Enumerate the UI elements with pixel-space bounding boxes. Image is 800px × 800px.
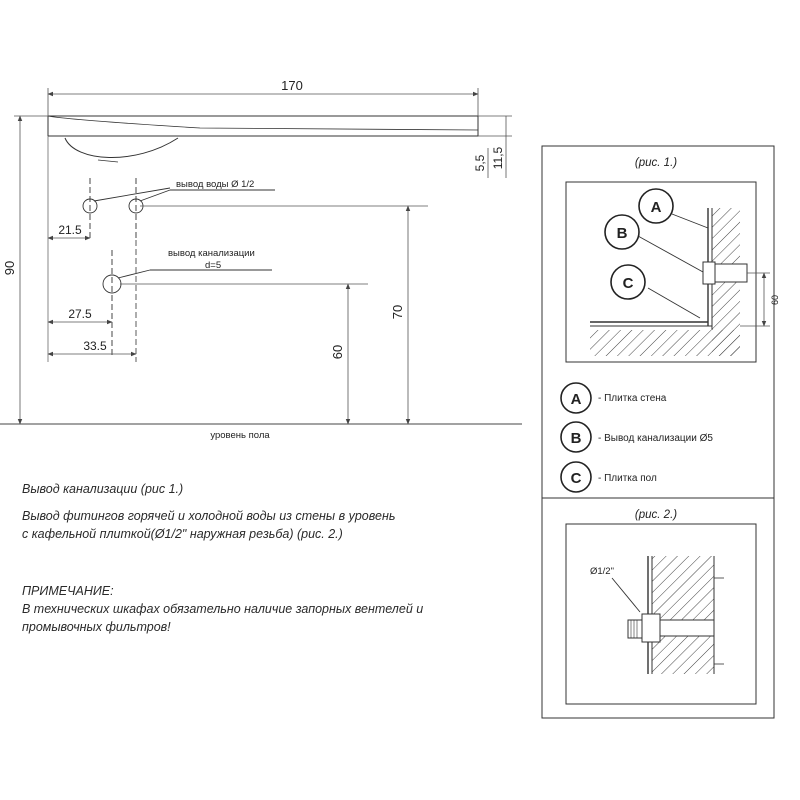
water-outlet-label: вывод воды Ø 1/2 bbox=[176, 179, 254, 190]
fig2-frame bbox=[565, 523, 757, 705]
fig1-title: (рис. 1.) bbox=[635, 157, 677, 169]
fig2-pipe-label: Ø1/2" bbox=[590, 566, 614, 577]
note-fittings: Вывод фитингов горячей и холодной воды и… bbox=[22, 509, 396, 523]
note-heading: ПРИМЕЧАНИЕ: bbox=[22, 584, 114, 598]
dimension-90 bbox=[14, 115, 48, 425]
note-warning: В технических шкафах обязательно наличие… bbox=[22, 602, 424, 616]
legend-c-text: - Плитка пол bbox=[598, 473, 657, 484]
dim-60-label: 60 bbox=[330, 345, 345, 359]
fig1-60-label: 60 bbox=[770, 295, 780, 305]
marker-b: B bbox=[604, 214, 640, 250]
marker-a: A bbox=[638, 188, 674, 224]
note-warning-2: промывочных фильтров! bbox=[22, 620, 171, 634]
dimension-170 bbox=[47, 88, 479, 116]
svg-text:B: B bbox=[617, 225, 628, 242]
note-sewer: Вывод канализации (рис 1.) bbox=[22, 482, 184, 496]
dim-27-5-label: 27.5 bbox=[68, 307, 92, 321]
legend-a-text: - Плитка стена bbox=[598, 393, 667, 404]
note-fittings-2: с кафельной плиткой(Ø1/2" наружная резьб… bbox=[22, 527, 343, 541]
detail-panel-frame bbox=[541, 145, 775, 719]
fig1-leaders bbox=[637, 213, 709, 319]
dimension-27-33 bbox=[47, 136, 137, 362]
svg-text:B: B bbox=[571, 430, 582, 447]
svg-text:A: A bbox=[571, 391, 582, 408]
dim-70-label: 70 bbox=[390, 305, 405, 319]
sewer-outlet-label: вывод канализации bbox=[168, 248, 255, 259]
dim-33-5-label: 33.5 bbox=[83, 339, 107, 353]
sewer-d-label: d=5 bbox=[205, 260, 221, 271]
dim-5-5-label: 5,5 bbox=[473, 154, 487, 171]
legend-a: A - Плитка стена bbox=[560, 382, 667, 414]
water-outlets bbox=[82, 178, 275, 240]
sewer-outlet bbox=[102, 250, 368, 356]
legend-b-text: - Вывод канализации Ø5 bbox=[598, 433, 713, 444]
svg-text:C: C bbox=[571, 470, 582, 487]
svg-text:C: C bbox=[623, 275, 634, 292]
dim-170-label: 170 bbox=[281, 78, 303, 93]
dim-90-label: 90 bbox=[2, 261, 17, 275]
fig1-frame bbox=[565, 181, 757, 363]
dim-21-5-label: 21.5 bbox=[58, 223, 82, 237]
sink-side-view bbox=[47, 115, 479, 163]
fig2-title: (рис. 2.) bbox=[635, 509, 677, 521]
dimension-70-60 bbox=[345, 205, 411, 425]
dimension-right-small bbox=[478, 115, 512, 178]
legend-b: B - Вывод канализации Ø5 bbox=[560, 421, 713, 453]
marker-c: C bbox=[610, 264, 646, 300]
dim-11-5-label: 11,5 bbox=[491, 146, 505, 169]
svg-text:A: A bbox=[651, 199, 662, 216]
fig2-wall bbox=[611, 556, 724, 674]
legend-c: C - Плитка пол bbox=[560, 461, 657, 493]
floor-level-label: уровень пола bbox=[210, 430, 270, 441]
